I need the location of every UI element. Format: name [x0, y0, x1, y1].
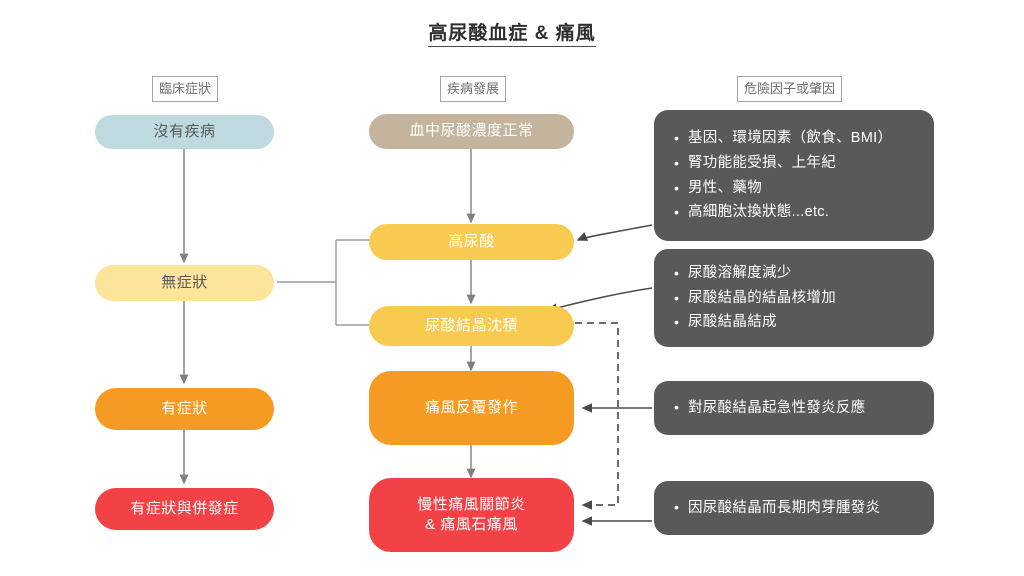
- arrow-risk-factors-to-hyperuricemia: [576, 224, 653, 241]
- node-normal-urate[interactable]: 血中尿酸濃度正常: [369, 114, 574, 149]
- column-header-progression: 疾病發展: [440, 76, 507, 102]
- panel-risk-factors[interactable]: 基因、環境因素（飲食、BMI） 腎功能能受損、上年紀 男性、藥物 高細胞汰換狀態…: [654, 110, 934, 241]
- node-symptomatic-complications[interactable]: 有症狀與併發症: [95, 488, 274, 530]
- list-item: 男性、藥物: [674, 176, 916, 201]
- node-crystal-deposition[interactable]: 尿酸結晶沈積: [369, 306, 574, 346]
- node-recurrent-gout[interactable]: 痛風反覆發作: [369, 371, 574, 445]
- bracket-asymptomatic-branch: [277, 239, 369, 326]
- panel-acute-inflammation[interactable]: 對尿酸結晶起急性發炎反應: [654, 381, 934, 435]
- list-item: 尿酸結晶結成: [674, 310, 916, 335]
- panel-chronic-inflammation[interactable]: 因尿酸結晶而長期肉芽腫發炎: [654, 481, 934, 535]
- list-item: 因尿酸結晶而長期肉芽腫發炎: [674, 498, 916, 518]
- list-item: 尿酸結晶的結晶核增加: [674, 286, 916, 311]
- dashed-deposition-to-chronic-gout: [575, 322, 619, 510]
- risk-factors-list: 基因、環境因素（飲食、BMI） 腎功能能受損、上年紀 男性、藥物 高細胞汰換狀態…: [672, 126, 916, 226]
- list-item: 尿酸溶解度減少: [674, 261, 916, 286]
- acute-inflammation-list: 對尿酸結晶起急性發炎反應: [672, 398, 916, 418]
- column-header-risk: 危險因子或肇因: [737, 76, 843, 102]
- arrow-crystal-causes-to-deposition: [546, 287, 653, 313]
- node-symptomatic[interactable]: 有症狀: [95, 388, 274, 430]
- page-title: 高尿酸血症 & 痛風: [0, 18, 1024, 47]
- node-hyperuricemia[interactable]: 高尿酸: [369, 224, 574, 260]
- list-item: 基因、環境因素（飲食、BMI）: [674, 126, 916, 151]
- list-item: 高細胞汰換狀態...etc.: [674, 200, 916, 225]
- list-item: 腎功能能受損、上年紀: [674, 151, 916, 176]
- crystal-causes-list: 尿酸溶解度減少 尿酸結晶的結晶核增加 尿酸結晶結成: [672, 261, 916, 336]
- page-title-text: 高尿酸血症 & 痛風: [428, 23, 596, 47]
- column-header-clinical: 臨床症狀: [152, 76, 219, 102]
- node-chronic-gout[interactable]: 慢性痛風關節炎 & 痛風石痛風: [369, 478, 574, 552]
- panel-crystal-causes[interactable]: 尿酸溶解度減少 尿酸結晶的結晶核增加 尿酸結晶結成: [654, 249, 934, 347]
- node-no-disease[interactable]: 沒有疾病: [95, 115, 274, 149]
- chronic-inflammation-list: 因尿酸結晶而長期肉芽腫發炎: [672, 498, 916, 518]
- list-item: 對尿酸結晶起急性發炎反應: [674, 398, 916, 418]
- node-asymptomatic[interactable]: 無症狀: [95, 265, 274, 301]
